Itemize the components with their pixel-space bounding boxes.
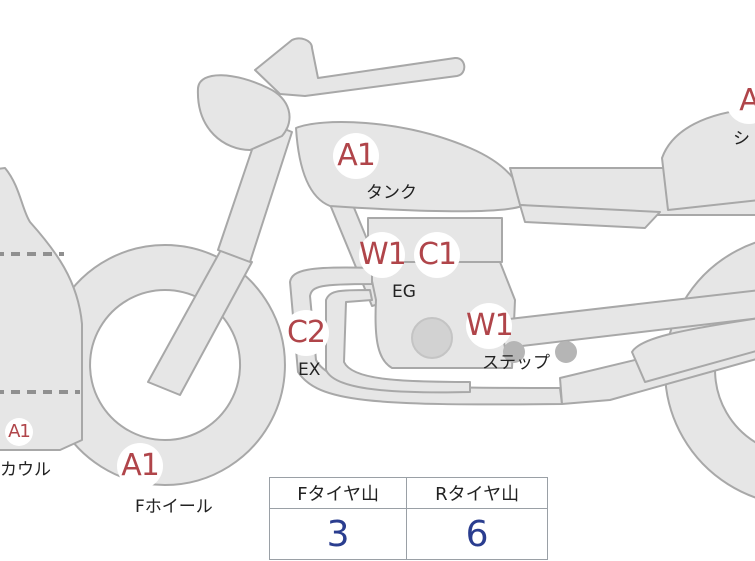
rear-tire-tread-header: Rタイヤ山 <box>406 477 548 509</box>
engine-label: EG <box>392 282 416 302</box>
exhaust-pipe-lower-shape <box>325 289 471 394</box>
rear-shock-shape <box>631 317 755 383</box>
rear-frame-shape <box>519 204 661 229</box>
front-wheel-grade-marker: A1 <box>117 443 163 489</box>
front-tire-tread-value: 3 <box>268 508 408 560</box>
engine-grade-marker-c: C1 <box>414 232 460 278</box>
tank-grade-marker: A1 <box>333 133 379 179</box>
cowl-shape <box>0 167 83 451</box>
front-wheel-label: Fホイール <box>135 497 213 517</box>
cowl-grade-marker: A1 <box>5 418 33 446</box>
exhaust-grade-marker: C2 <box>283 310 329 356</box>
front-tire-tread-header: Fタイヤ山 <box>268 477 408 509</box>
exhaust-label: EX <box>298 360 321 380</box>
seat-grade-marker: A <box>726 78 755 124</box>
step-label: ステップ <box>482 353 550 373</box>
step-grade-marker: W1 <box>466 303 514 349</box>
seat-label: シ <box>733 129 750 149</box>
handlebar-shape <box>254 37 466 97</box>
cowl-label: カウル <box>0 460 51 480</box>
rear-tire-tread-value: 6 <box>406 508 548 560</box>
tail-cowl-shape <box>661 107 755 211</box>
engine-grade-marker-w: W1 <box>359 232 407 278</box>
tire-tread-table: Fタイヤ山 Rタイヤ山 3 6 <box>268 477 548 560</box>
headlight-shape <box>196 74 291 151</box>
tank-label: タンク <box>366 183 417 203</box>
